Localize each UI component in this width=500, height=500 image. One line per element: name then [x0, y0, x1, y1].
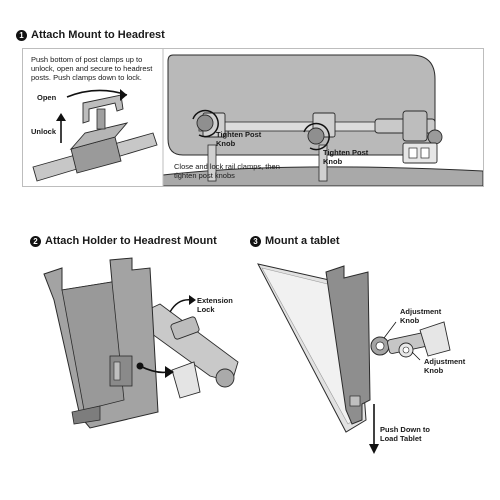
step1-panel: Push bottom of post clamps up to unlock,… — [22, 48, 484, 187]
step2-number-badge: 2 — [30, 235, 41, 247]
step1-number-badge: 1 — [16, 29, 27, 41]
extension-lock-label: Extension Lock — [197, 296, 233, 314]
tighten-post-knob-label-2: Tighten Post Knob — [323, 148, 369, 166]
push-down-label: Push Down to Load Tablet — [380, 425, 430, 443]
step3-title-text: Mount a tablet — [265, 235, 340, 247]
close-lock-instruction: Close and lock rail clamps, then tighten… — [174, 162, 280, 180]
adjustment-knob-label-2: Adjustment Knob — [424, 357, 466, 375]
step3-number-badge: 3 — [250, 235, 261, 247]
step2-title-text: Attach Holder to Headrest Mount — [45, 235, 217, 247]
step1-title-text: Attach Mount to Headrest — [31, 29, 165, 41]
tighten-post-knob-label-1: Tighten Post Knob — [216, 130, 262, 148]
open-label: Open — [37, 93, 57, 102]
step1-instruction: Push bottom of post clamps up to unlock,… — [31, 55, 153, 82]
unlock-label: Unlock — [31, 127, 57, 136]
step1-illustration — [23, 49, 483, 186]
adjustment-knob-label-1: Adjustment Knob — [400, 307, 442, 325]
step2-title: 2 Attach Holder to Headrest Mount — [30, 235, 217, 247]
step1-title: 1 Attach Mount to Headrest — [16, 29, 165, 41]
step3-title: 3 Mount a tablet — [250, 235, 340, 247]
